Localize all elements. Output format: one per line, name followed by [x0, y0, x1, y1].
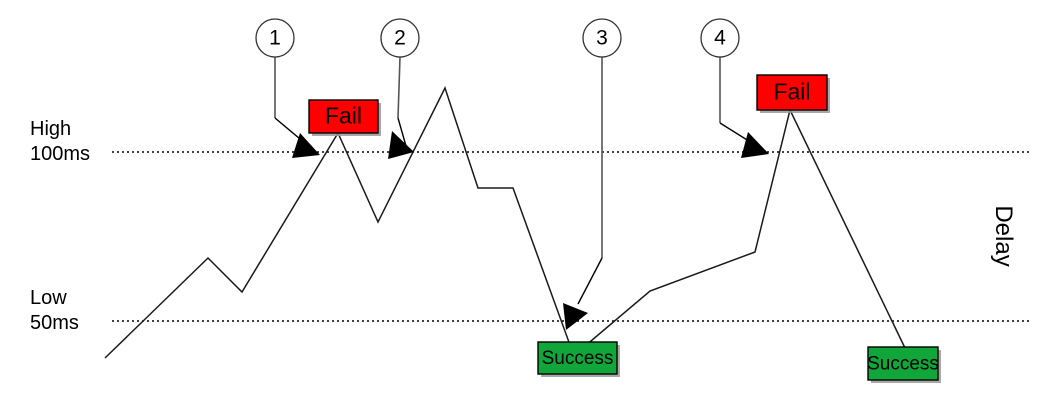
- callout-2[interactable]: 2: [380, 18, 420, 159]
- delay-series-group: [104, 86, 906, 359]
- event-box-label: Fail: [325, 103, 362, 129]
- threshold-label-low-secondary: 50ms: [30, 312, 79, 334]
- callout-arrowhead-icon: [292, 133, 320, 158]
- callouts-layer: 1 2 3 4: [255, 18, 769, 330]
- event-box-fail-2[interactable]: Fail: [756, 74, 830, 113]
- callout-arrowhead-icon: [563, 303, 588, 330]
- callout-circle-marker[interactable]: [700, 18, 740, 58]
- event-box-fill[interactable]: [756, 74, 828, 111]
- threshold-labels: High 100ms Low 50ms: [30, 118, 90, 334]
- callout-number-label: 2: [394, 27, 406, 50]
- callout-circle-marker[interactable]: [255, 18, 295, 58]
- delay-axis-title: Delay: [990, 205, 1017, 266]
- event-box-label: Success: [542, 348, 614, 369]
- callout-circle-marker[interactable]: [582, 18, 622, 58]
- event-box-label: Fail: [773, 79, 810, 105]
- callout-leader-elbow: [397, 117, 407, 147]
- event-box-fail-1[interactable]: Fail: [308, 99, 381, 136]
- callout-circle-marker[interactable]: [380, 18, 420, 58]
- threshold-label-high-primary: High: [30, 118, 71, 140]
- event-box-success-1[interactable]: Success: [537, 341, 620, 377]
- callout-3[interactable]: 3: [563, 18, 622, 330]
- event-box-success-2[interactable]: Success: [867, 346, 941, 383]
- delay-series-line: [104, 86, 906, 359]
- event-box-fill[interactable]: [867, 346, 939, 381]
- event-box-fill[interactable]: [308, 99, 379, 134]
- callout-number-label: 3: [596, 27, 608, 50]
- threshold-label-low-primary: Low: [30, 287, 67, 309]
- event-box-label: Success: [867, 354, 939, 375]
- callout-1[interactable]: 1: [255, 18, 320, 158]
- callout-arrowhead-icon: [388, 131, 414, 159]
- delay-axis-title-group: Delay: [990, 205, 1017, 266]
- callout-leader-line: [397, 56, 401, 119]
- event-box-fill[interactable]: [537, 341, 618, 375]
- threshold-lines: [112, 151, 1032, 322]
- callout-leader-elbow: [577, 257, 603, 305]
- callout-number-label: 4: [714, 27, 726, 50]
- callout-arrowhead-icon: [741, 132, 769, 158]
- callout-4[interactable]: 4: [700, 18, 769, 158]
- threshold-label-high-secondary: 100ms: [30, 143, 90, 165]
- callout-number-label: 1: [269, 27, 281, 50]
